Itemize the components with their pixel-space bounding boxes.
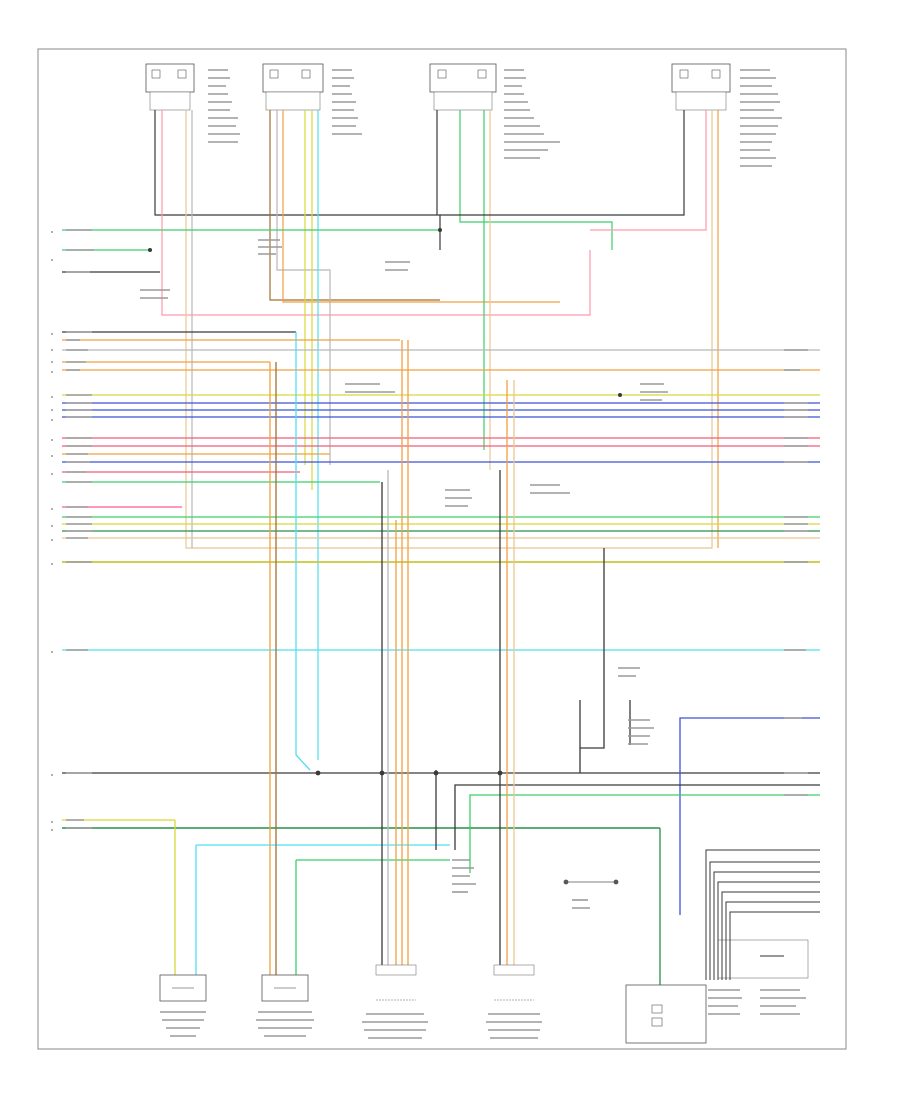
left-pin-ticks bbox=[51, 231, 53, 831]
top-connector-4 bbox=[671, 63, 731, 111]
bottom-right-wire-stack bbox=[705, 849, 820, 980]
left-bus-wires bbox=[62, 229, 820, 829]
top-connector-2 bbox=[262, 63, 324, 111]
bottom-labels bbox=[160, 989, 806, 1039]
bottom-connector-3 bbox=[375, 964, 417, 1001]
bottom-component-1 bbox=[159, 974, 207, 1002]
top-connector-3 bbox=[429, 63, 497, 111]
ground-symbol bbox=[563, 879, 619, 885]
left-edge-tags bbox=[66, 229, 94, 829]
diagram-border bbox=[37, 48, 847, 1050]
bottom-right-block bbox=[717, 939, 809, 979]
right-side-wires bbox=[454, 548, 820, 915]
top-connector-labels bbox=[208, 69, 782, 167]
mid-labels bbox=[140, 239, 668, 909]
splice-points bbox=[148, 228, 622, 776]
top-connector-1 bbox=[145, 63, 195, 111]
right-edge-tags bbox=[784, 349, 808, 796]
lower-vertical-wires bbox=[174, 332, 661, 985]
bottom-component-2 bbox=[261, 974, 309, 1002]
bottom-connector-4 bbox=[493, 964, 535, 1001]
top-drop-wires bbox=[154, 110, 719, 760]
bottom-module bbox=[625, 984, 707, 1044]
